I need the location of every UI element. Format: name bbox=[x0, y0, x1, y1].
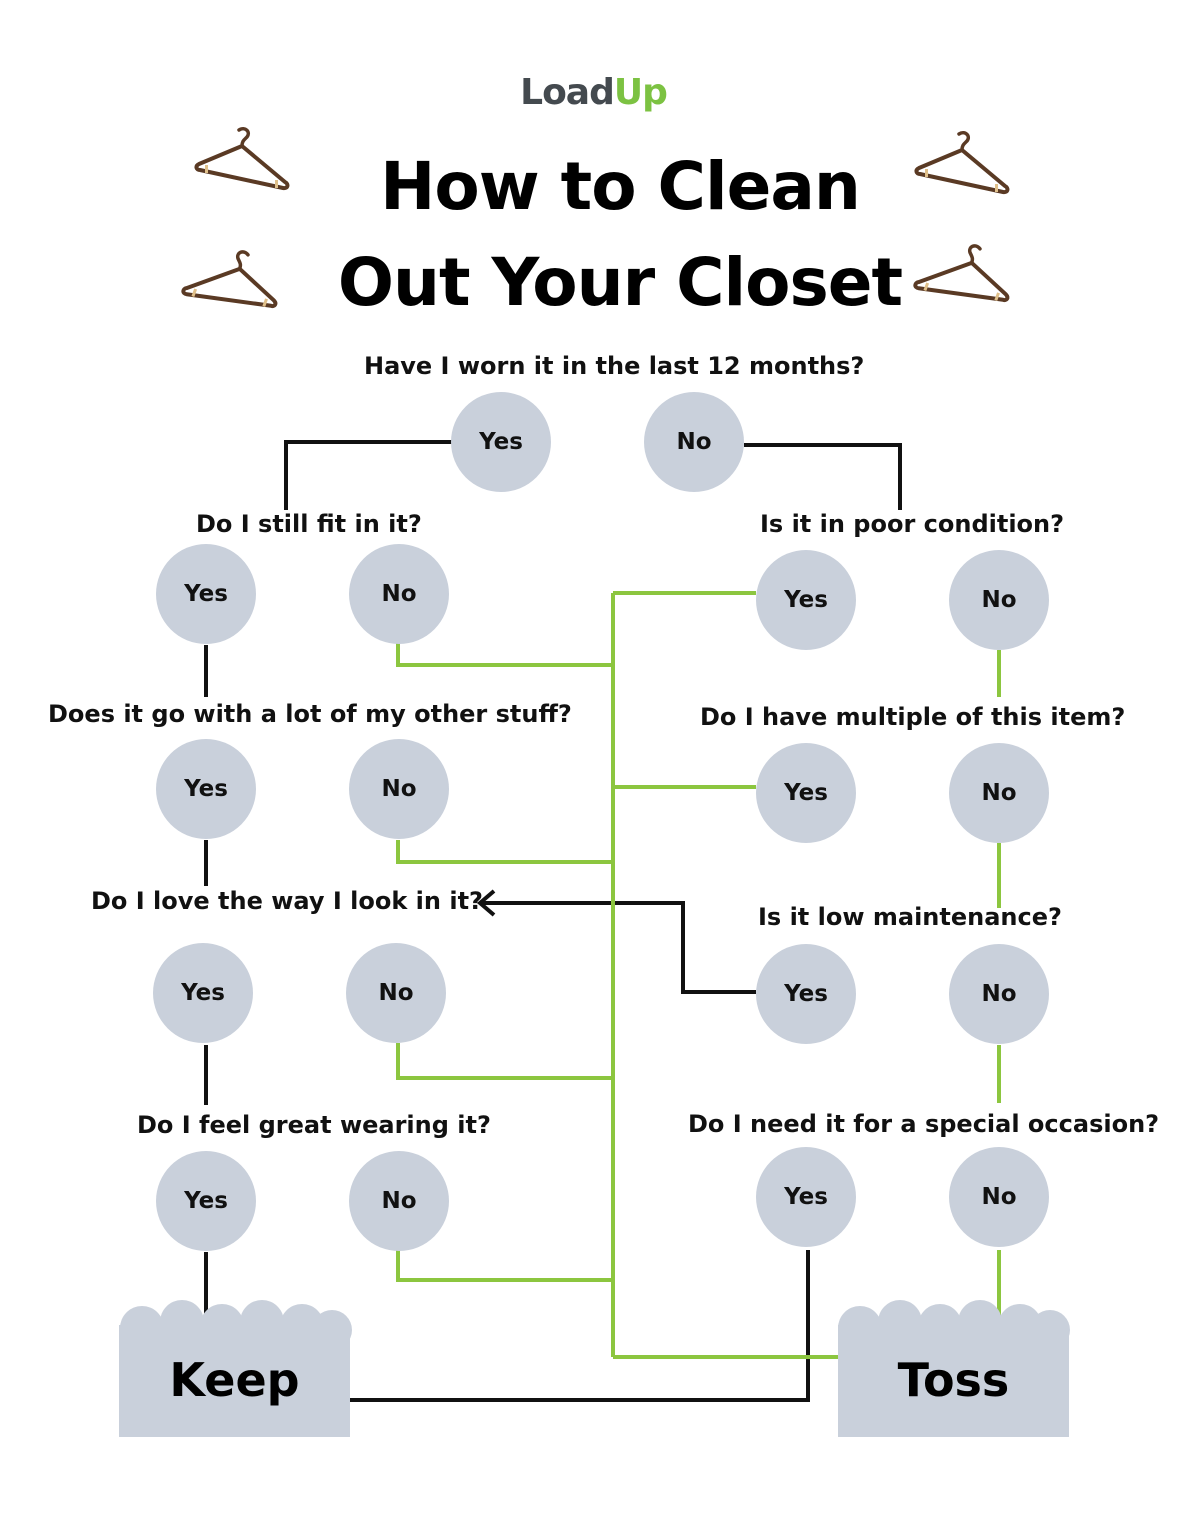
title-line-2: Out Your Closet bbox=[337, 244, 903, 321]
question-special-occasion: Do I need it for a special occasion? bbox=[688, 1110, 1160, 1138]
answer-yes-lowmaint: Yes bbox=[756, 944, 856, 1044]
title-line-1: How to Clean bbox=[380, 148, 861, 225]
question-poor-condition: Is it in poor condition? bbox=[760, 510, 1065, 538]
answer-yes-love: Yes bbox=[153, 943, 253, 1043]
green-paths bbox=[396, 591, 1001, 1359]
question-goes-with-stuff: Does it go with a lot of my other stuff? bbox=[48, 700, 572, 728]
answer-yes-fit: Yes bbox=[156, 544, 256, 644]
question-feel-great: Do I feel great wearing it? bbox=[137, 1111, 491, 1139]
brand-logo: LoadUp bbox=[0, 72, 1187, 113]
answer-no-poor: No bbox=[949, 550, 1049, 650]
answer-no-goes: No bbox=[349, 739, 449, 839]
logo-text-up: Up bbox=[613, 72, 668, 113]
answer-no-love: No bbox=[346, 943, 446, 1043]
question-love-look: Do I love the way I look in it? bbox=[91, 887, 483, 915]
answer-no-special: No bbox=[949, 1147, 1049, 1247]
answer-no-lowmaint: No bbox=[949, 944, 1049, 1044]
answer-no-worn: No bbox=[644, 392, 744, 492]
answer-yes-special: Yes bbox=[756, 1147, 856, 1247]
answer-yes-great: Yes bbox=[156, 1151, 256, 1251]
black-paths bbox=[204, 440, 902, 1402]
outcome-toss: Toss bbox=[838, 1325, 1069, 1437]
answer-no-fit: No bbox=[349, 544, 449, 644]
answer-yes-multiple: Yes bbox=[756, 743, 856, 843]
question-worn-12-months: Have I worn it in the last 12 months? bbox=[364, 352, 865, 380]
answer-yes-poor: Yes bbox=[756, 550, 856, 650]
question-still-fit: Do I still fit in it? bbox=[196, 510, 422, 538]
logo-text-load: Load bbox=[520, 72, 615, 113]
outcome-keep: Keep bbox=[119, 1325, 350, 1437]
answer-yes-goes: Yes bbox=[156, 739, 256, 839]
answer-no-great: No bbox=[349, 1151, 449, 1251]
question-multiple-items: Do I have multiple of this item? bbox=[700, 703, 1126, 731]
answer-no-multiple: No bbox=[949, 743, 1049, 843]
question-low-maintenance: Is it low maintenance? bbox=[758, 903, 1062, 931]
answer-yes-worn: Yes bbox=[451, 392, 551, 492]
